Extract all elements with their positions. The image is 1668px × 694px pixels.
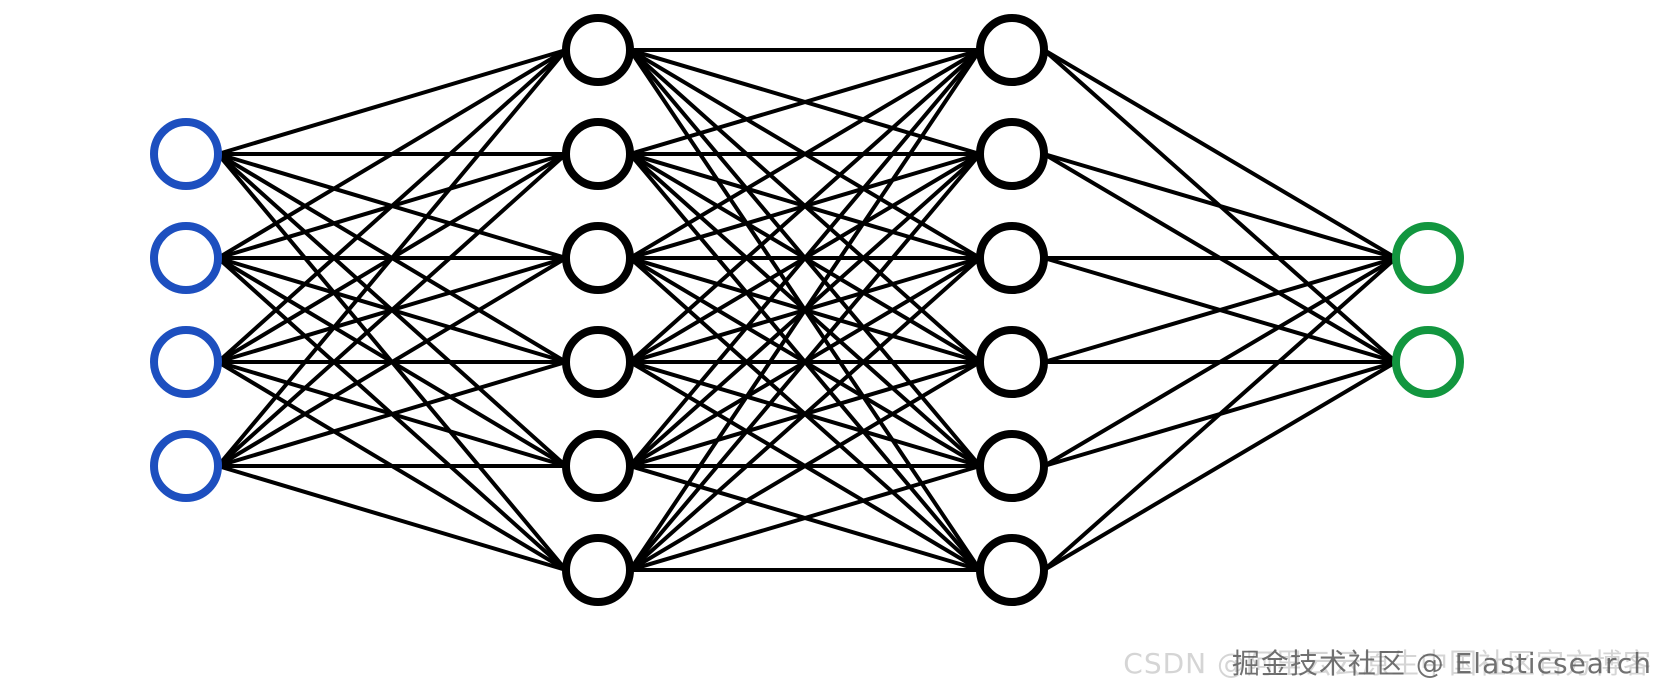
watermark-back: CSDN @阿里云云原生中国社区官方博客 [1123,647,1652,680]
edge-hidden-1-5-to-hidden-2-1 [628,48,982,468]
neuron-hidden-1-1 [562,14,634,86]
edge-hidden-1-6-to-hidden-2-3 [628,256,982,572]
edge-input-4-to-hidden-1-4 [217,360,567,468]
neuron-hidden-2-1 [976,14,1048,86]
neuron-input-2 [150,222,222,294]
neuron-hidden-2-6 [976,534,1048,606]
edge-hidden-2-1-to-output-1 [1042,48,1398,260]
edge-input-4-to-hidden-1-3 [216,256,568,468]
neuron-hidden-1-3 [562,222,634,294]
edge-hidden-1-3-to-hidden-2-1 [628,48,982,260]
edge-input-2-to-hidden-1-1 [216,48,568,260]
edge-input-4-to-hidden-1-6 [217,464,567,572]
edge-hidden-1-6-to-hidden-2-5 [629,464,981,572]
edge-hidden-2-6-to-output-1 [1042,256,1398,572]
neuron-hidden-2-5 [976,430,1048,502]
neuron-hidden-1-4 [562,326,634,398]
edge-hidden-1-6-to-hidden-2-1 [628,48,982,572]
edge-hidden-2-6-to-output-2 [1042,360,1398,572]
edge-hidden-2-5-to-output-1 [1042,256,1398,468]
neuron-input-3 [150,326,222,398]
edge-hidden-1-6-to-hidden-2-2 [628,152,982,572]
neuron-output-1 [1392,222,1464,294]
neuron-hidden-1-2 [562,118,634,190]
connections [216,48,1398,572]
neuron-output-2 [1392,326,1464,398]
edge-hidden-2-4-to-output-1 [1043,256,1397,364]
neuron-input-4 [150,430,222,502]
neuron-hidden-1-6 [562,534,634,606]
watermark-front: 掘金技术社区 @ Elasticsearch [1231,647,1652,680]
neuron-hidden-1-5 [562,430,634,502]
watermark: CSDN @阿里云云原生中国社区官方博客 掘金技术社区 @ Elasticsea… [1123,642,1652,682]
edge-hidden-1-2-to-hidden-2-1 [629,48,981,156]
neurons [150,14,1464,606]
edge-hidden-2-2-to-output-1 [1043,152,1397,260]
edge-input-1-to-hidden-1-1 [217,48,567,156]
edge-hidden-1-4-to-hidden-2-1 [628,48,982,364]
neuron-hidden-2-3 [976,222,1048,294]
neuron-input-1 [150,118,222,190]
edge-input-4-to-hidden-1-2 [216,152,568,468]
edge-input-4-to-hidden-1-1 [216,48,568,468]
edge-hidden-1-6-to-hidden-2-4 [628,360,982,572]
neuron-hidden-2-4 [976,326,1048,398]
neuron-hidden-2-2 [976,118,1048,190]
edge-input-3-to-hidden-1-1 [216,48,568,364]
